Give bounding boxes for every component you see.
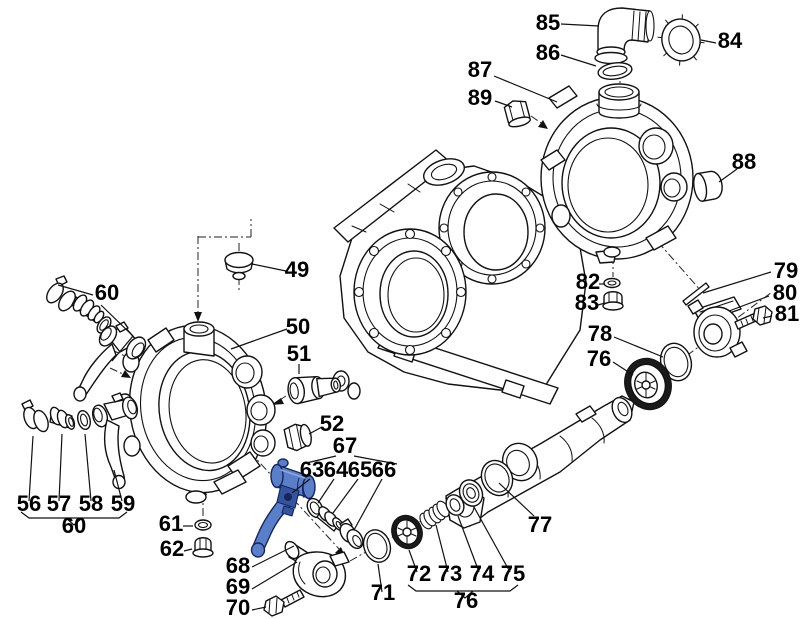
part-label-80: 80 <box>773 280 797 305</box>
part-81-bolt <box>734 305 773 330</box>
part-50-pump-head-left <box>116 321 276 504</box>
part-label-57: 57 <box>47 491 71 516</box>
part-58-o-ring <box>77 409 91 431</box>
part-crankcase <box>332 149 587 405</box>
part-51-valve-cartridge <box>287 375 342 405</box>
part-label-74: 74 <box>470 561 495 586</box>
part-label-64: 64 <box>324 457 349 482</box>
part-label-59: 59 <box>111 491 135 516</box>
part-71-o-ring <box>362 529 392 563</box>
part-49-cap <box>224 251 254 281</box>
part-label-63: 63 <box>300 457 324 482</box>
part-label-81: 81 <box>775 301 799 326</box>
part-label-89: 89 <box>468 85 492 110</box>
part-84-ring-nut <box>657 14 705 66</box>
part-label-83: 83 <box>575 290 599 315</box>
part-label-52: 52 <box>320 411 344 436</box>
part-label-65: 65 <box>348 457 372 482</box>
part-label-68: 68 <box>226 553 250 578</box>
part-label-70: 70 <box>226 595 250 619</box>
part-52-plug <box>283 423 312 452</box>
part-label-56: 56 <box>17 491 41 516</box>
part-59-ball-valve <box>91 392 139 490</box>
part-label-77: 77 <box>528 512 552 537</box>
part-label-66: 66 <box>372 457 396 482</box>
part-label-87: 87 <box>468 57 492 82</box>
part-label-85: 85 <box>536 10 560 35</box>
part-76-valve-assembly-right <box>624 357 672 411</box>
part-label-62: 62 <box>160 536 184 561</box>
part-label-72: 72 <box>407 561 431 586</box>
part-86-o-ring <box>597 62 633 80</box>
part-label-67: 67 <box>333 433 357 458</box>
part-82-washer <box>603 277 621 289</box>
part-65-hose-barb <box>316 506 344 532</box>
part-label-60-top: 60 <box>95 280 119 305</box>
part-label-60-bottom: 60 <box>62 513 86 538</box>
part-88-plug <box>693 170 723 202</box>
part-label-76-bottom: 76 <box>454 588 478 613</box>
part-label-78: 78 <box>588 321 612 346</box>
part-label-76-right: 76 <box>587 346 611 371</box>
part-label-84: 84 <box>718 28 743 53</box>
part-62-cap-nut <box>192 537 214 558</box>
part-70-bolt <box>263 589 305 617</box>
leader-lines <box>20 23 773 611</box>
part-85-elbow-fitting <box>594 7 655 65</box>
part-label-71: 71 <box>371 580 395 605</box>
part-label-51: 51 <box>287 341 311 366</box>
part-label-75: 75 <box>501 561 525 586</box>
part-label-61: 61 <box>159 511 183 536</box>
part-61-retaining-ring <box>194 519 212 531</box>
part-label-88: 88 <box>732 149 756 174</box>
part-group-60-assembled <box>46 275 147 402</box>
part-number-labels: 49 50 51 52 56 57 58 59 60 60 61 62 63 6… <box>17 10 799 619</box>
part-57-hose-barb <box>49 406 76 430</box>
part-label-79: 79 <box>774 258 798 283</box>
part-73-spring <box>419 500 450 530</box>
part-72-valve-poppet <box>391 514 423 550</box>
part-label-82: 82 <box>576 269 600 294</box>
part-83-cap-nut <box>602 291 624 311</box>
part-label-50: 50 <box>286 314 310 339</box>
part-label-86: 86 <box>536 40 560 65</box>
part-label-73: 73 <box>438 561 462 586</box>
part-77-o-ring <box>480 459 514 497</box>
part-56-hose-clamp <box>21 399 49 433</box>
part-75-seat-washer <box>458 479 484 507</box>
part-78-o-ring <box>659 342 693 382</box>
part-label-49: 49 <box>285 257 309 282</box>
part-pump-head-right <box>540 83 694 264</box>
part-label-69: 69 <box>226 574 250 599</box>
part-label-58: 58 <box>79 491 103 516</box>
part-80-regulator-valve <box>687 296 748 358</box>
part-79-spindle <box>682 282 710 306</box>
part-69-valve-body <box>292 551 350 598</box>
part-63-lever-highlighted <box>250 458 316 558</box>
